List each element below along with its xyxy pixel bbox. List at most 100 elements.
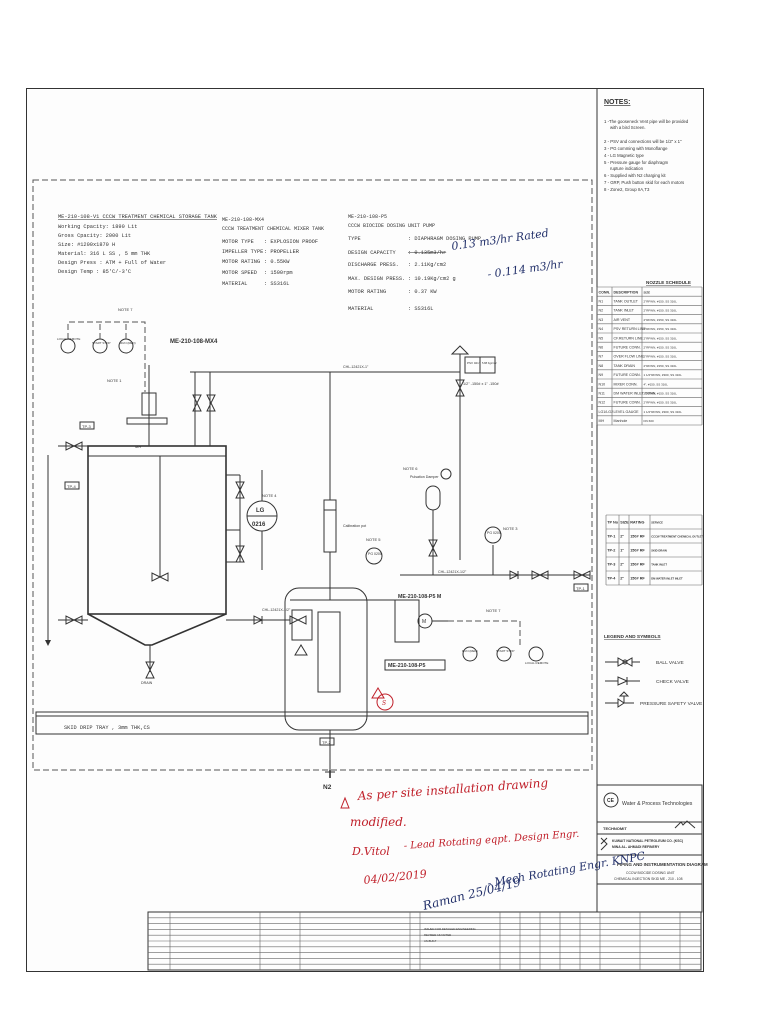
skid-boundary bbox=[32, 179, 593, 771]
drawing-sheet bbox=[26, 88, 704, 972]
nozzle-cell: Manhole bbox=[614, 419, 628, 423]
note-line: rupture indication bbox=[610, 166, 644, 171]
nozzle-cell: SIZE bbox=[644, 290, 651, 294]
pressure-safety-valve-icon bbox=[605, 691, 634, 708]
piping bbox=[45, 371, 590, 778]
spec-key: IMPELLER TYPE bbox=[222, 249, 263, 255]
pulsation-damper: NOTE 6 Pulsation Damper bbox=[403, 466, 452, 511]
motor-symbol: M bbox=[422, 619, 426, 625]
nozzle-cell: N3 bbox=[599, 318, 604, 322]
mixer-tag-text: ME-210-108-MX4 bbox=[222, 217, 264, 223]
lg-tag: LG bbox=[256, 508, 265, 514]
tie-point-cell: 1" bbox=[620, 549, 624, 553]
nozzle-cell: LEVEL GAUGE bbox=[614, 410, 640, 414]
nozzle-cell: DESCRIPTION bbox=[614, 290, 639, 294]
skid-drip-tray: SKID DRIP TRAY , 3mm THK,CS N2 bbox=[35, 711, 589, 791]
spec-value: : 1500rpm bbox=[264, 270, 293, 276]
nozzle-cell: N1 bbox=[599, 300, 604, 304]
line-numbers: CHL-12421X-1" CHL-12421X-1/2" CHL-12421X… bbox=[262, 365, 467, 612]
pulsation-label: Pulsation Damper bbox=[410, 475, 439, 479]
tie-point-cell: TP No bbox=[607, 521, 619, 525]
nozzle-cell: TANK INLET bbox=[614, 309, 635, 313]
tie-point-cell: TP-2 bbox=[607, 549, 615, 553]
ball-valve-icon bbox=[531, 570, 549, 580]
spec-value: : SS316L bbox=[408, 306, 433, 312]
note-line: 4 - LG Magnetic type bbox=[604, 153, 644, 158]
legend-label: BALL VALVE bbox=[656, 660, 684, 666]
pump-tag-text: ME-210-108-P5 bbox=[348, 214, 387, 220]
ball-valve-icon bbox=[235, 545, 245, 563]
tie-point-cell: TP-3 bbox=[607, 563, 615, 567]
ge-logo-icon bbox=[603, 792, 619, 808]
manhole bbox=[126, 417, 168, 425]
legend-block: LEGEND AND SYMBOLS BALL VALVE CHECK VALV… bbox=[604, 634, 702, 708]
nozzle-cell: 2"RFWN, #150, SS 316L bbox=[644, 355, 678, 359]
title-block: CE Water & Process Technologies TECHNOMI… bbox=[596, 784, 708, 913]
calibration-pot: Calibration pot bbox=[323, 499, 366, 553]
nozzle-cell: DN 600 bbox=[644, 419, 655, 423]
legend-label: PRESSURE SAFETY VALVE bbox=[640, 701, 702, 707]
handwritten-rated-capacity: 0.13 m3/hr Rated bbox=[451, 226, 550, 253]
psv-size: 1/2" -150# x 1" -150# bbox=[463, 382, 500, 386]
pump-tag: ME-210-108-P5 M bbox=[398, 594, 442, 600]
nozzle-cell: N6 bbox=[599, 346, 604, 350]
ball-valve-icon bbox=[573, 570, 591, 580]
note-line: 6 - Supplied with N2 charging kit bbox=[604, 173, 666, 178]
spec-value: : EXPLOSION PROOF bbox=[264, 239, 318, 245]
drain-label: DRAIN bbox=[141, 681, 153, 685]
local-remote-label: LOCAL REMOTE bbox=[525, 661, 548, 665]
revision-grid bbox=[148, 912, 701, 970]
company-logo-text: CE bbox=[607, 798, 615, 804]
nozzle-cell: 2"RFWN, #150, SS 316L bbox=[644, 364, 678, 368]
tie-point-cell: 2" bbox=[620, 535, 624, 539]
company-subtitle: Water & Process Technologies bbox=[622, 801, 693, 807]
nozzle-cell: N9 bbox=[599, 373, 604, 377]
note-line: 3 - PG comming with Monoflange bbox=[604, 146, 668, 151]
nozzle-cell: N12 bbox=[599, 401, 606, 405]
pressure-safety-valve: PSV 0217 5.88 Kg/cm2 1/2" -150# x 1" -15… bbox=[450, 345, 500, 386]
knpc-logo-icon bbox=[600, 837, 608, 851]
drawing-subtitle: CHEMICAL INJECTION SKID ME - 210 - 108 bbox=[614, 877, 683, 881]
tank-spec: ME-210-108-V1 CCCW TREATMENT CHEMICAL ST… bbox=[58, 214, 218, 275]
spec-key: DESIGN CAPACITY bbox=[348, 250, 397, 256]
revision-description: ISSUED FOR DETAILED ENGINEERING bbox=[424, 927, 476, 931]
note-line: with a bird Screen. bbox=[610, 125, 646, 130]
tie-point-cell: RATING bbox=[630, 521, 644, 525]
technomit-logo-icon bbox=[674, 820, 696, 829]
spec-value: : DIAPHRAGM DOSING PUMP bbox=[408, 236, 481, 242]
note-line: 2 - PSV and connections will be 1/2" x 1… bbox=[604, 139, 682, 144]
spec-key: MOTOR RATING bbox=[348, 289, 386, 295]
spec-value: : 0.135m3/hr bbox=[408, 250, 446, 256]
tank-spec-line: ME-210-108-V1 CCCW TREATMENT CHEMICAL ST… bbox=[58, 214, 218, 220]
revision-description: REVISED AS NOTED bbox=[424, 933, 451, 937]
pg-tag: PG 0205 bbox=[368, 552, 382, 556]
line-number: CHL-12421X-1/2" bbox=[438, 570, 467, 574]
mixer-motor bbox=[141, 392, 157, 416]
ball-valve-icon bbox=[65, 615, 83, 625]
client-line: KUWAIT NATIONAL PETROLEUM CO. (KSC) bbox=[612, 839, 683, 843]
nozzle-cell: FUTURE CONN. bbox=[614, 373, 641, 377]
nozzle-cell: N5 bbox=[599, 336, 604, 340]
nozzle-cell: 2"RFWN, #150, SS 316L bbox=[644, 300, 678, 304]
ball-valve-icon bbox=[65, 441, 83, 451]
pump-title-text: CCCW BIOCIDE DOSING UNIT PUMP bbox=[348, 223, 435, 229]
nozzle-cell: N2 bbox=[599, 309, 604, 313]
nozzle-cell: AIR VENT bbox=[614, 318, 631, 322]
nozzle-cell: 2"RFWN, #150, SS 316L bbox=[644, 327, 678, 331]
tank-spec-line: Design Press : ATM + Full of Water bbox=[58, 260, 166, 266]
handwritten-role: - Lead Rotating eqpt. Design Engr. bbox=[403, 829, 579, 852]
revision-triangle-icon bbox=[371, 687, 385, 699]
legend-title: LEGEND AND SYMBOLS bbox=[604, 634, 661, 640]
note-line: 8 - Zone2, Group IIA,T3 bbox=[604, 187, 650, 192]
run-label: RUN (RED) bbox=[120, 341, 136, 345]
n2-connection-icon bbox=[440, 468, 452, 480]
note-line: 1 -The gooseneck Vent pipe will be provi… bbox=[604, 119, 689, 124]
tank-spec-line: Gross Cpacity: 2000 Lit bbox=[58, 233, 131, 239]
notes-title: NOTES: bbox=[604, 99, 630, 106]
warning-icon bbox=[294, 644, 308, 656]
push-button-station-pump: NOTE 7 RUN (RED) START STOP LOCAL REMOTE bbox=[448, 608, 548, 665]
tie-point-cell: 150# RF bbox=[630, 577, 645, 581]
propeller-icon bbox=[151, 572, 169, 582]
